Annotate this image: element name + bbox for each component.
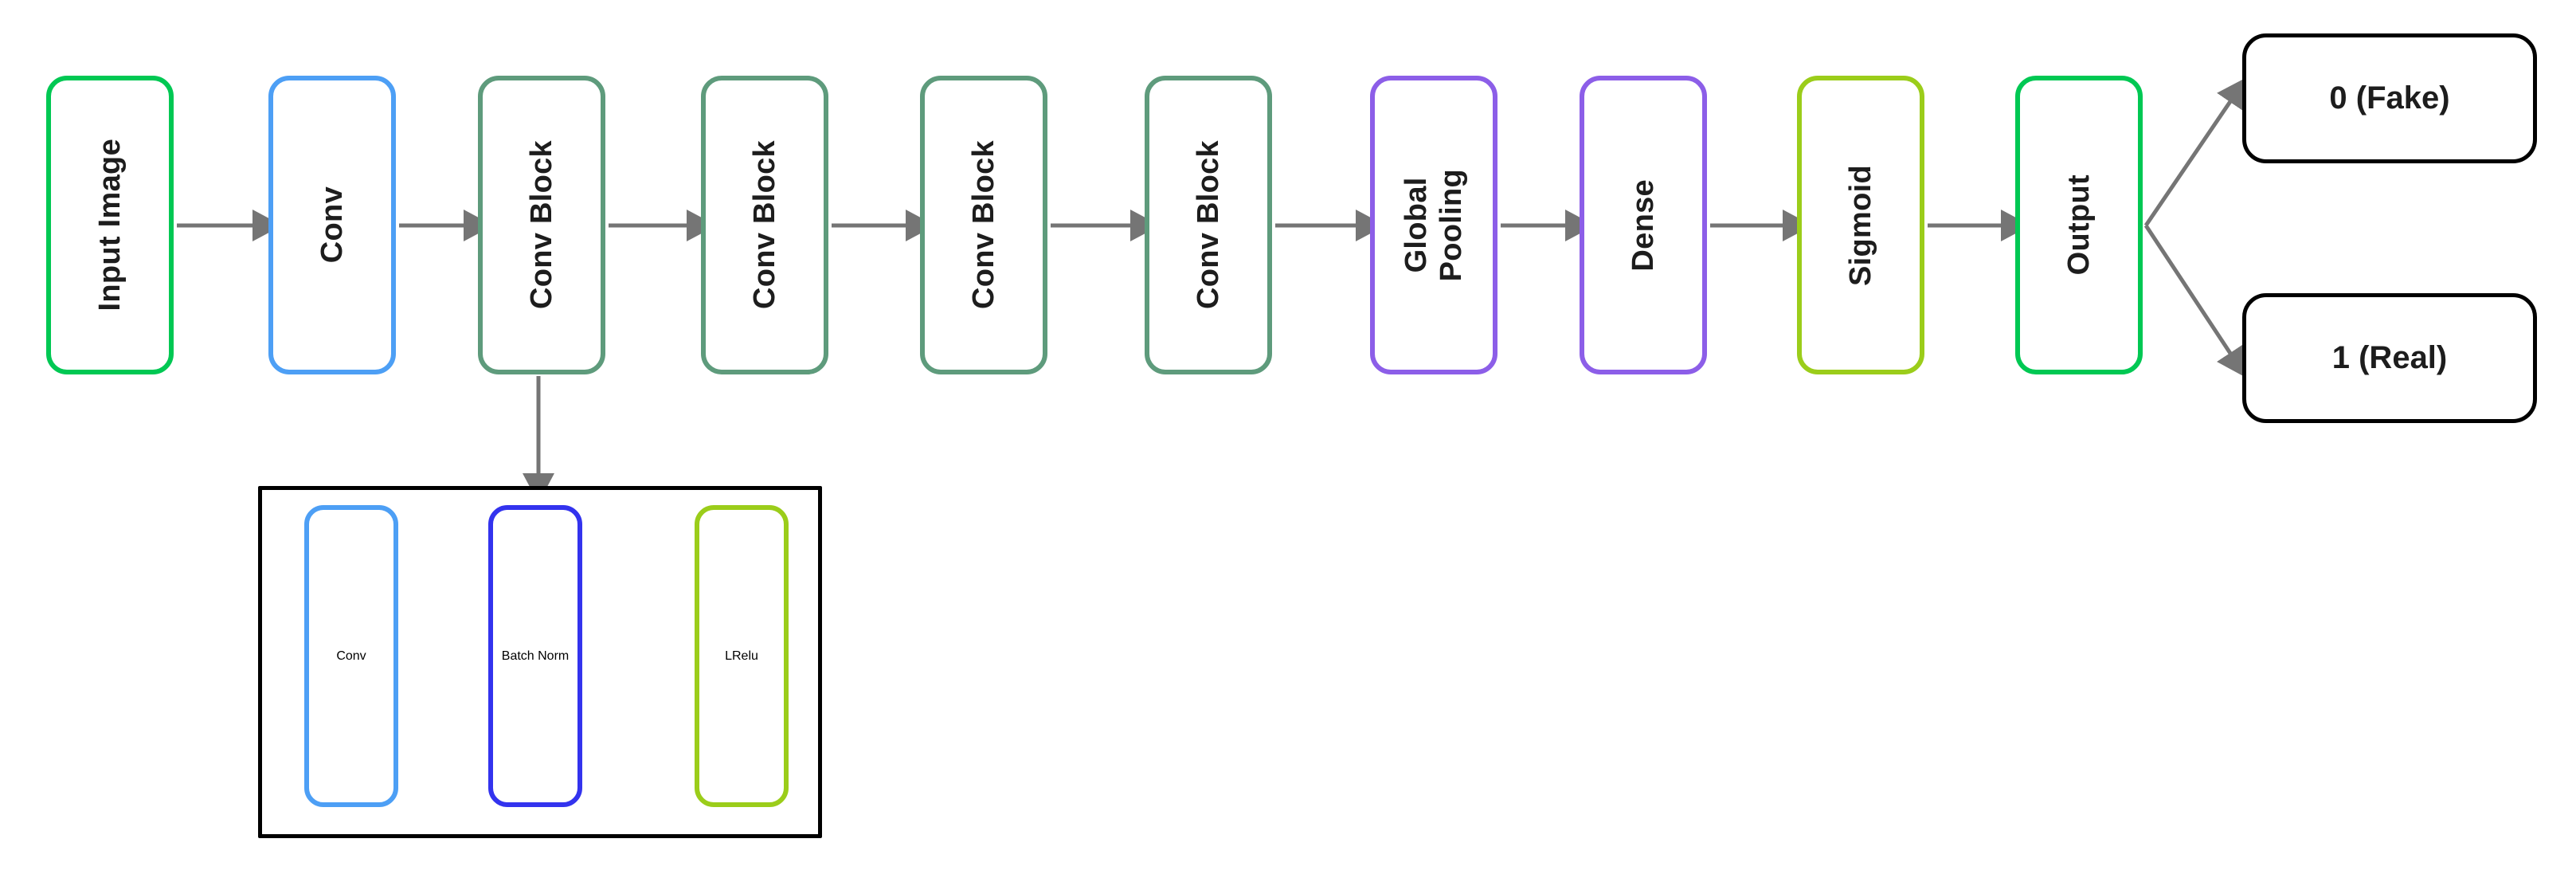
node-label-conv-block-3: Conv Block (966, 140, 1000, 310)
node-label-conv: Conv (315, 186, 349, 264)
node-conv[interactable]: Conv (268, 76, 396, 374)
node-output[interactable]: Output (2015, 76, 2143, 374)
node-result-fake[interactable]: 0 (Fake) (2242, 33, 2537, 163)
node-label-conv-block-2: Conv Block (747, 140, 781, 310)
edge-output-to-real (2143, 224, 2247, 378)
node-label-result-real: 1 (Real) (2331, 340, 2448, 375)
node-global-pooling[interactable]: Global Pooling (1370, 76, 1497, 374)
node-dense[interactable]: Dense (1580, 76, 1707, 374)
node-conv-block-2[interactable]: Conv Block (701, 76, 828, 374)
node-label-output: Output (2061, 174, 2096, 276)
edge-output-to-fake (2143, 76, 2247, 227)
node-label-input-image: Input Image (92, 139, 127, 312)
node-label-dense: Dense (1626, 178, 1660, 272)
node-label-detail-batch-norm: Batch Norm (501, 649, 570, 663)
node-label-global-pooling: Global Pooling (1399, 168, 1468, 282)
node-input-image[interactable]: Input Image (46, 76, 174, 374)
node-result-real[interactable]: 1 (Real) (2242, 293, 2537, 423)
conv-block-detail-container: Conv Batch Norm LRelu (258, 486, 822, 838)
node-label-conv-block-1: Conv Block (524, 140, 558, 310)
node-conv-block-3[interactable]: Conv Block (920, 76, 1047, 374)
node-label-result-fake: 0 (Fake) (2329, 80, 2450, 116)
node-detail-lrelu[interactable]: LRelu (695, 505, 789, 807)
node-detail-batch-norm[interactable]: Batch Norm (488, 505, 582, 807)
node-label-sigmoid: Sigmoid (1843, 164, 1877, 286)
node-sigmoid[interactable]: Sigmoid (1797, 76, 1924, 374)
node-label-detail-conv: Conv (336, 649, 366, 663)
node-conv-block-4[interactable]: Conv Block (1145, 76, 1272, 374)
node-conv-block-1[interactable]: Conv Block (478, 76, 605, 374)
node-label-conv-block-4: Conv Block (1191, 140, 1225, 310)
node-detail-conv[interactable]: Conv (304, 505, 398, 807)
node-label-detail-lrelu: LRelu (725, 649, 758, 663)
